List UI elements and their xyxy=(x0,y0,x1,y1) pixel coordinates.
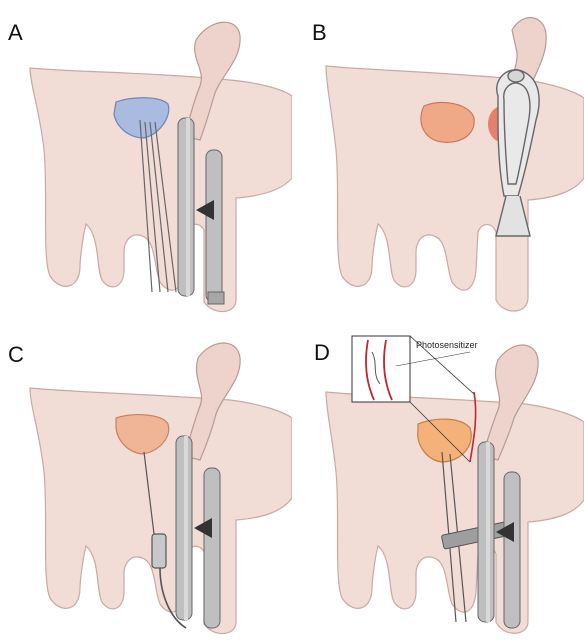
panel-a-illustration xyxy=(0,0,292,322)
panel-c: C xyxy=(0,322,292,644)
panel-a: A xyxy=(0,0,292,322)
panel-c-illustration xyxy=(0,322,292,644)
panel-b: B xyxy=(292,0,584,322)
panel-d: D Photosensitizer xyxy=(292,322,584,644)
pelvis-body xyxy=(326,66,584,311)
photosensitizer-label: Photosensitizer xyxy=(416,340,478,350)
panel-d-illustration xyxy=(292,322,584,644)
inset-box xyxy=(352,336,410,402)
prostate xyxy=(421,102,474,142)
panel-b-illustration xyxy=(292,0,584,322)
